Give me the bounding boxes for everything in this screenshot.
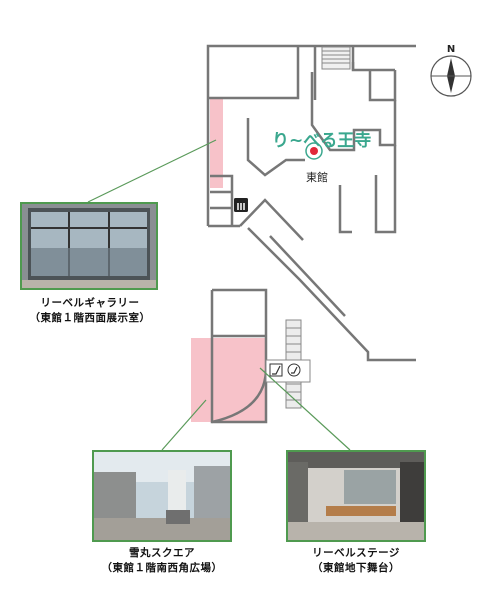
stage-location: （東館地下舞台） bbox=[312, 562, 400, 574]
stairs-top bbox=[321, 46, 351, 70]
gallery-photo-image bbox=[22, 204, 156, 288]
gallery-highlight-area bbox=[210, 98, 223, 188]
gallery-name: リーベルギャラリー bbox=[40, 297, 140, 309]
stage-name: リーベルステージ bbox=[312, 547, 400, 559]
square-photo-image bbox=[94, 452, 230, 540]
square-location: （東館１階南西角広場） bbox=[101, 562, 223, 574]
stage-photo bbox=[286, 450, 426, 542]
square-highlight-area bbox=[191, 338, 266, 422]
square-name: 雪丸スクエア bbox=[129, 547, 195, 559]
location-pin-icon bbox=[305, 142, 323, 160]
square-caption: 雪丸スクエア （東館１階南西角広場） bbox=[82, 546, 242, 576]
stage-photo-image bbox=[288, 452, 424, 540]
escalator-icon bbox=[269, 363, 301, 377]
elevator-icon bbox=[234, 198, 248, 212]
gallery-photo bbox=[20, 202, 158, 290]
gallery-caption: リーベルギャラリー （東館１階西面展示室） bbox=[10, 296, 170, 326]
north-arrow-icon bbox=[430, 55, 472, 97]
stage-caption: リーベルステージ （東館地下舞台） bbox=[276, 546, 436, 576]
connector-lines bbox=[87, 139, 351, 451]
building-walls bbox=[206, 44, 416, 424]
compass-label: N bbox=[447, 44, 455, 55]
gallery-location: （東館１階西面展示室） bbox=[29, 312, 151, 324]
building-label: 東館 bbox=[306, 170, 328, 184]
venue-logo: り~べる王寺 bbox=[272, 130, 371, 151]
square-photo bbox=[92, 450, 232, 542]
